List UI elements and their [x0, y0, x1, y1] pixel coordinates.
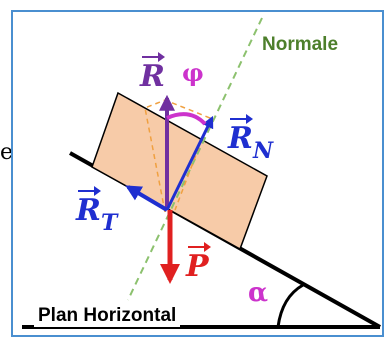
- normale-label: Normale: [262, 34, 339, 55]
- stray-character: e: [0, 140, 14, 165]
- plan-horizontal-label: Plan Horizontal: [34, 305, 181, 327]
- vector-RT: [125, 185, 169, 212]
- label-RT: RT: [76, 186, 117, 234]
- phi-label: φ: [182, 58, 204, 87]
- block: [91, 91, 268, 251]
- alpha-label: α: [248, 278, 269, 308]
- label-R: R: [140, 52, 165, 92]
- alpha-angle-arc: [276, 283, 304, 328]
- label-P: P: [186, 242, 211, 282]
- vector-RN: [165, 115, 214, 211]
- label-RN: RN: [228, 114, 273, 162]
- phi-angle-arc: [166, 112, 207, 126]
